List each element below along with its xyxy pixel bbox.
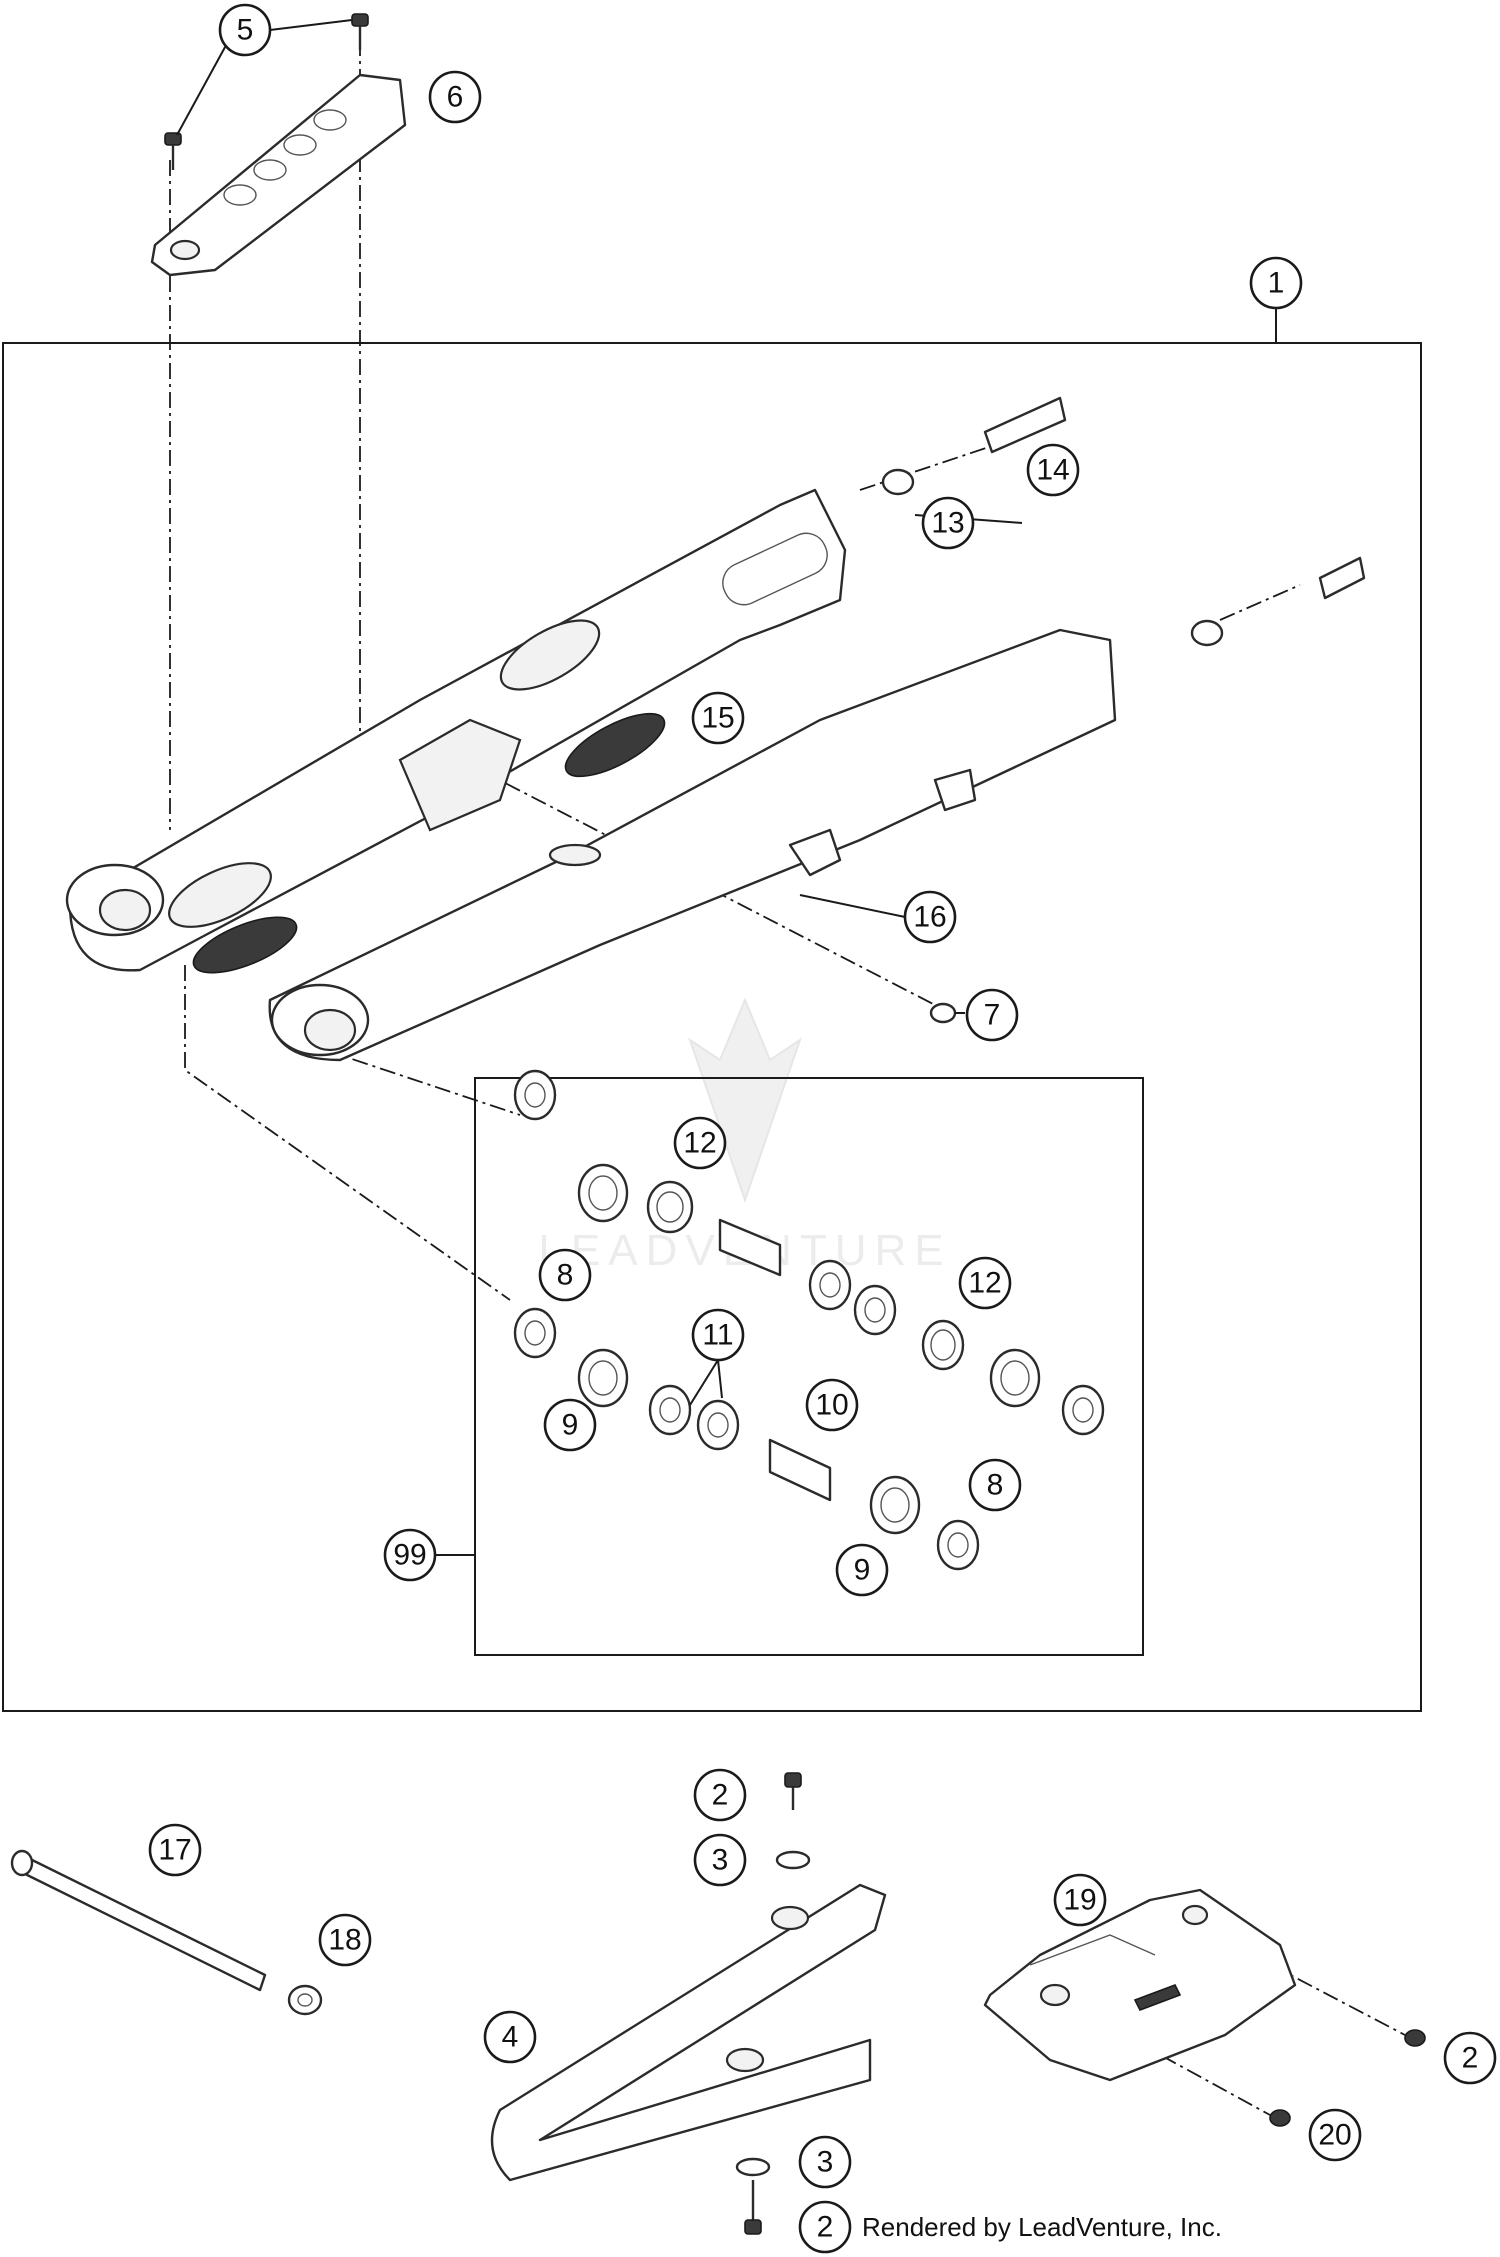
- svg-text:9: 9: [854, 1554, 871, 1587]
- callout-12-top: 12: [673, 1116, 727, 1170]
- washer-part-3-bottom: [735, 2157, 771, 2177]
- callout-2-bottom: 2: [798, 2200, 852, 2254]
- chain-guide-part-19: [983, 1888, 1297, 2082]
- svg-text:99: 99: [393, 1539, 426, 1572]
- callout-10: 10: [805, 1378, 859, 1432]
- callout-16: 16: [903, 890, 957, 944]
- washer-part-3-top: [775, 1850, 811, 1870]
- pivot-shaft-part-17: [10, 1849, 267, 1992]
- svg-text:12: 12: [968, 1267, 1001, 1300]
- svg-text:18: 18: [328, 1924, 361, 1957]
- svg-text:12: 12: [683, 1127, 716, 1160]
- bearing-kit-99: [513, 1069, 1105, 1571]
- callout-4: 4: [483, 2010, 537, 2064]
- svg-text:20: 20: [1318, 2119, 1351, 2152]
- svg-text:2: 2: [1462, 2042, 1479, 2075]
- svg-text:9: 9: [562, 1409, 579, 1442]
- svg-text:8: 8: [557, 1259, 574, 1292]
- svg-text:5: 5: [237, 14, 254, 47]
- callout-5: 5: [218, 3, 272, 57]
- plug-part-7: [929, 1002, 957, 1024]
- chain-slider-part-4: [490, 1883, 887, 2182]
- chain-guide-plate-part-6: [150, 73, 407, 277]
- callout-12-right: 12: [958, 1256, 1012, 1310]
- svg-text:4: 4: [502, 2021, 519, 2054]
- bolt-right: [1318, 556, 1366, 600]
- callout-9-left: 9: [543, 1398, 597, 1452]
- nut-part-18: [287, 1984, 323, 2016]
- callout-15: 15: [691, 691, 745, 745]
- callout-20: 20: [1308, 2108, 1362, 2162]
- svg-text:2: 2: [712, 1779, 729, 1812]
- svg-text:19: 19: [1063, 1884, 1096, 1917]
- nut-part-13: [881, 468, 915, 496]
- swingarm-part-1: [65, 488, 1117, 1062]
- svg-text:3: 3: [817, 2146, 834, 2179]
- svg-text:8: 8: [987, 1469, 1004, 1502]
- svg-text:6: 6: [447, 81, 464, 114]
- leader-lines: [176, 19, 1277, 1556]
- screw-part-2-top: [784, 1772, 802, 1810]
- kit-99-frame: [474, 1077, 1144, 1656]
- callout-17: 17: [148, 1823, 202, 1877]
- svg-text:1: 1: [1268, 267, 1285, 300]
- svg-text:13: 13: [931, 507, 964, 540]
- callout-3-top: 3: [693, 1833, 747, 1887]
- screw-part-5-right: [351, 13, 369, 50]
- screw-part-2-right: [1404, 2029, 1426, 2047]
- callout-2-top: 2: [693, 1768, 747, 1822]
- callout-14: 14: [1026, 443, 1080, 497]
- bolt-part-14: [983, 396, 1067, 454]
- svg-text:3: 3: [712, 1844, 729, 1877]
- callout-3-bottom: 3: [798, 2135, 852, 2189]
- callout-9-right: 9: [835, 1543, 889, 1597]
- svg-text:11: 11: [702, 1319, 733, 1352]
- callout-7: 7: [965, 988, 1019, 1042]
- callout-8-right: 8: [968, 1458, 1022, 1512]
- callout-19: 19: [1053, 1873, 1107, 1927]
- screw-part-2-bottom: [744, 2180, 762, 2235]
- svg-text:10: 10: [815, 1389, 848, 1422]
- svg-text:16: 16: [913, 901, 946, 934]
- callout-8-left: 8: [538, 1248, 592, 1302]
- assembly-1-frame: [2, 342, 1422, 1712]
- callout-1: 1: [1249, 256, 1303, 310]
- svg-text:2: 2: [817, 2211, 834, 2244]
- callout-11: 11: [691, 1308, 745, 1362]
- svg-text:7: 7: [984, 999, 1001, 1032]
- svg-text:15: 15: [701, 702, 734, 735]
- callout-2-right: 2: [1443, 2031, 1497, 2085]
- render-credit: Rendered by LeadVenture, Inc.: [862, 2212, 1222, 2242]
- screw-part-5-left: [164, 132, 182, 170]
- bolt-part-20: [1269, 2109, 1291, 2127]
- nut-right: [1190, 619, 1224, 647]
- callout-99: 99: [383, 1528, 437, 1582]
- callout-18: 18: [318, 1913, 372, 1967]
- callout-13: 13: [921, 496, 975, 550]
- svg-text:17: 17: [158, 1834, 191, 1867]
- svg-text:14: 14: [1036, 454, 1069, 487]
- callout-6: 6: [428, 70, 482, 124]
